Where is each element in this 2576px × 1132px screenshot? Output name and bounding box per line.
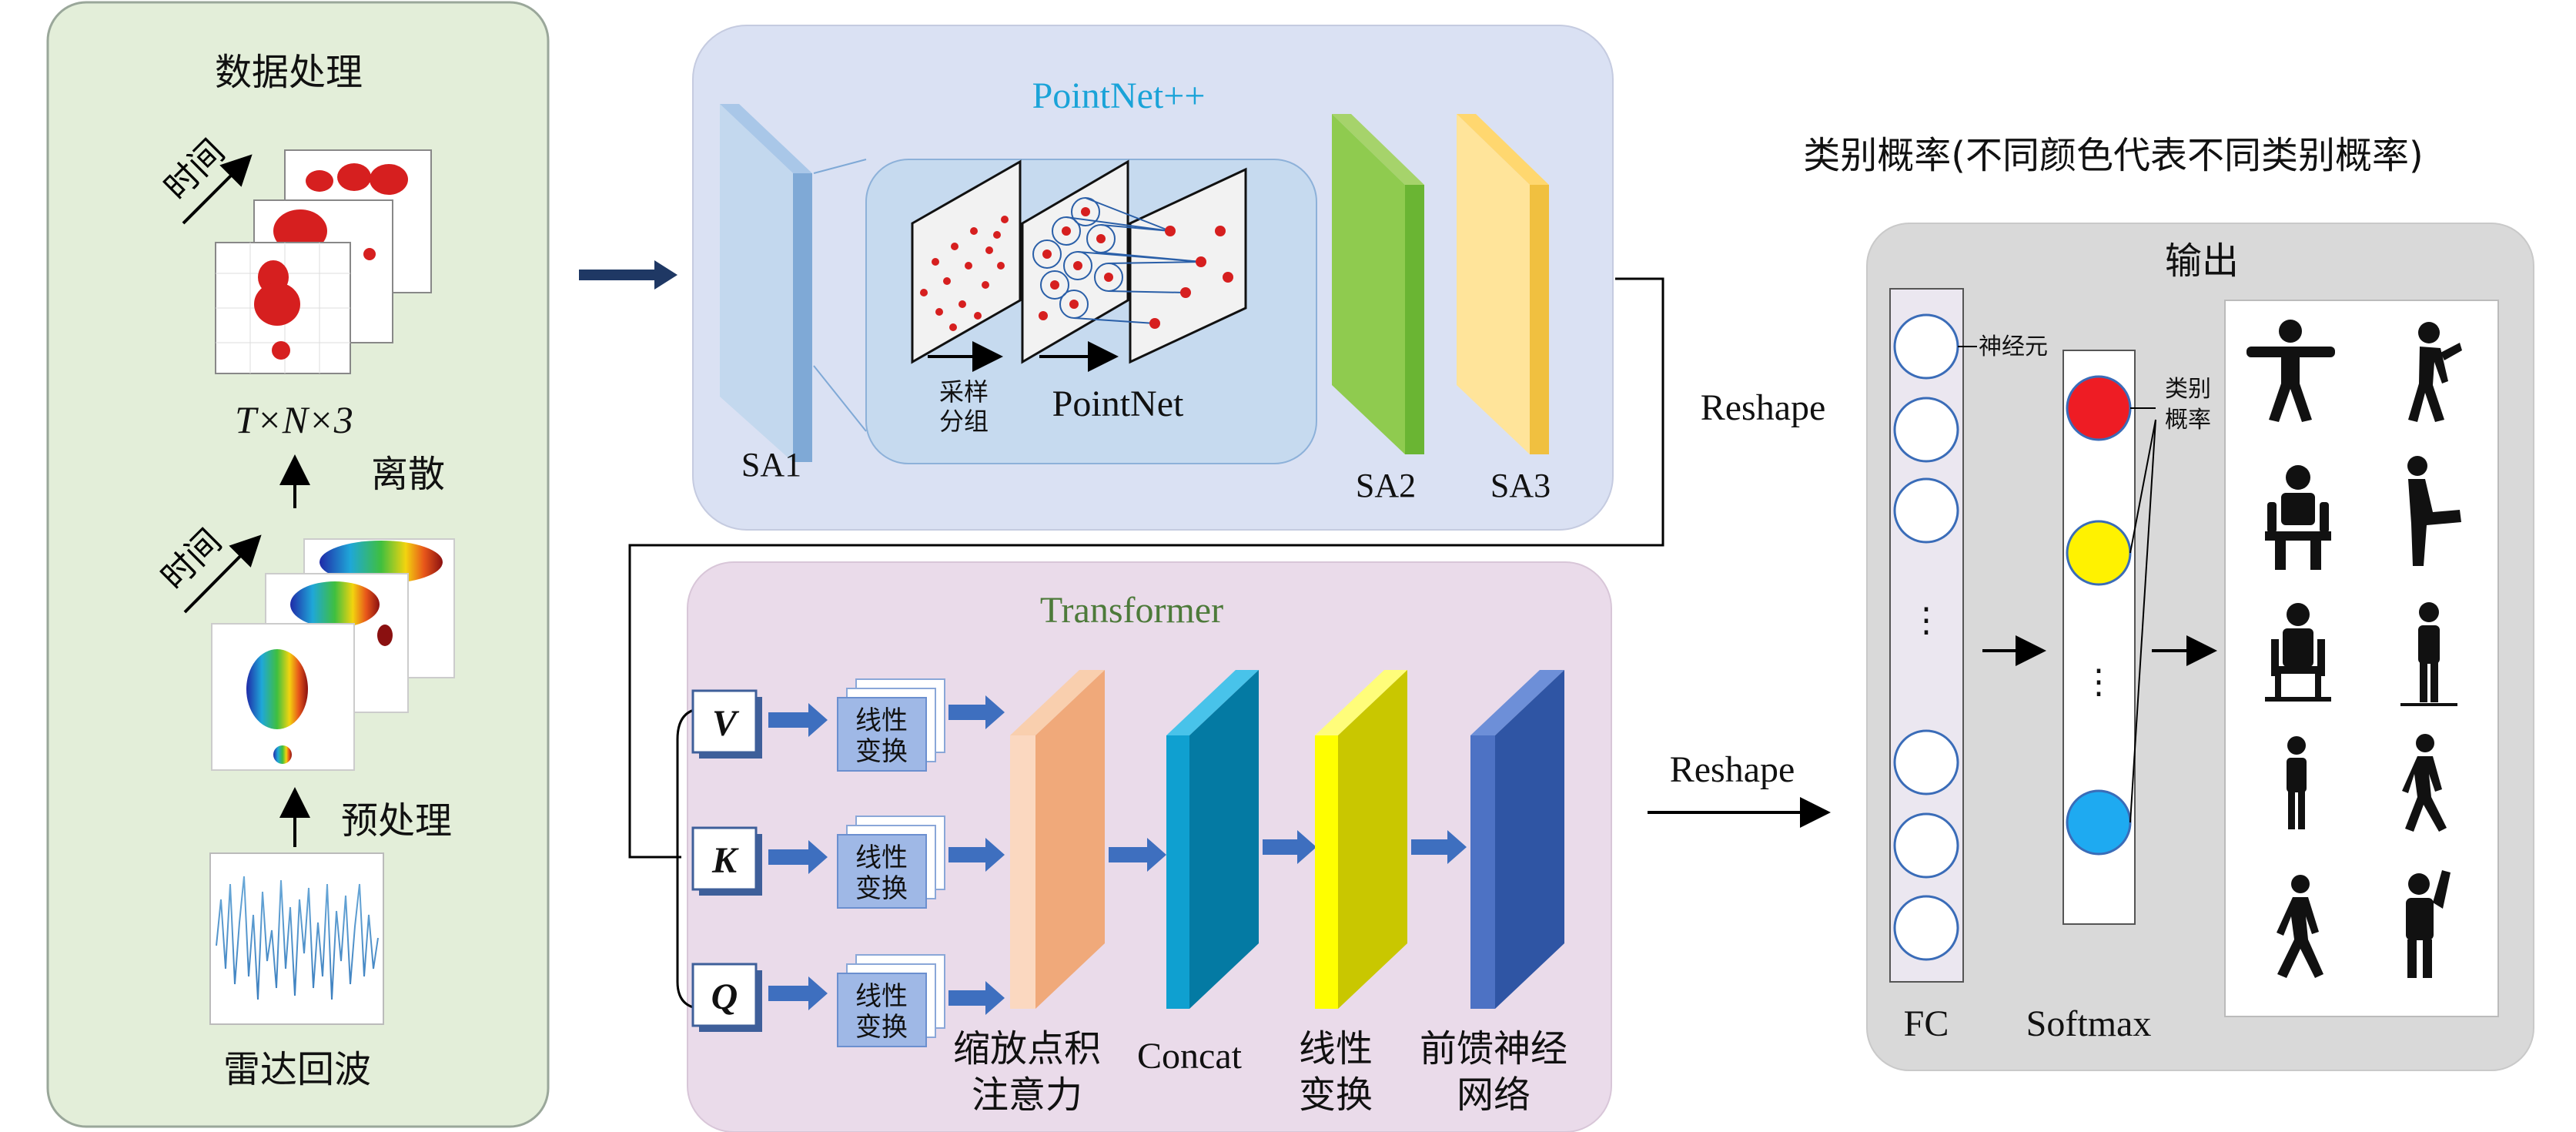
linear-k-label-1: 线性 (855, 842, 908, 873)
reshape-bottom-label: Reshape (1670, 749, 1795, 790)
ffn-label-1: 前馈神经 (1420, 1027, 1567, 1070)
transformer-panel: Transformer V K Q (676, 561, 1612, 1132)
output-title: 输出 (2165, 239, 2239, 283)
scaled-dot-attention-layer: 缩放点积 注意力 (953, 670, 1105, 1117)
sa1-label: SA1 (741, 446, 801, 484)
person-standing-2-icon (2287, 736, 2307, 829)
attention-label-2: 注意力 (972, 1073, 1082, 1117)
reshape-connector-bottom: Reshape (1648, 749, 1831, 828)
person-standing-icon (2400, 602, 2457, 706)
radar-echo-label: 雷达回波 (223, 1048, 371, 1091)
fc-label: FC (1904, 1003, 1949, 1044)
softmax-label: Softmax (2026, 1003, 2152, 1044)
preprocess-label: 预处理 (341, 799, 452, 842)
point-cloud-frames (215, 149, 432, 374)
linear-stack-v: 线性 变换 (837, 678, 945, 772)
person-kicking-icon (2407, 456, 2461, 566)
reshape-connector-top: Reshape (628, 277, 1826, 859)
sampling-label: 采样 (939, 377, 989, 407)
transformer-title: Transformer (1040, 590, 1223, 631)
input-q: Q (691, 963, 762, 1032)
feed-forward-layer: 前馈神经 网络 (1420, 670, 1567, 1117)
sa1-layer: SA1 (720, 104, 812, 484)
data-processing-title: 数据处理 (215, 51, 363, 94)
output-panel: 输出 ⋮ 神经元 FC ⋮ (1866, 223, 2534, 1071)
person-walking-2-icon (2277, 875, 2323, 978)
person-walking-icon (2402, 734, 2447, 832)
linear-v-label-2: 变换 (855, 736, 908, 767)
input-k: K (691, 826, 762, 896)
linear-output-layer: 线性 变换 (1299, 670, 1407, 1117)
linear-stack-q: 线性 变换 (837, 954, 945, 1047)
data-processing-panel: 数据处理 时间 (46, 1, 550, 1128)
pointnet-plus-panel: PointNet++ SA1 (692, 25, 1614, 531)
shape-label: T×N×3 (235, 398, 353, 441)
person-punching-icon (2408, 322, 2462, 422)
reshape-top-label: Reshape (1701, 387, 1826, 428)
input-v-label: V (712, 703, 740, 744)
class-probability-caption: 类别概率(不同颜色代表不同类别概率) (1803, 134, 2423, 177)
linear-v-label-1: 线性 (855, 705, 908, 736)
neuron-label: 神经元 (1979, 333, 2048, 360)
softmax-dots: ⋮ (2082, 663, 2116, 701)
pointnet-plus-title: PointNet++ (1032, 75, 1206, 116)
person-sitting-icon (2265, 465, 2331, 570)
pointnet-label: PointNet (1052, 383, 1184, 424)
concat-label: Concat (1137, 1036, 1243, 1077)
input-k-label: K (711, 840, 739, 881)
person-sitting-chair-icon (2265, 603, 2331, 702)
flow-arrow-to-pointnet (579, 260, 677, 290)
concat-layer: Concat (1137, 670, 1259, 1077)
radar-echo-plot (209, 852, 384, 1025)
fc-layer: ⋮ 神经元 FC (1889, 288, 2048, 1044)
class-prob-label-2: 概率 (2165, 407, 2211, 434)
softmax-layer: ⋮ 类别 概率 Softmax (2026, 350, 2211, 1044)
heatmap-frames (211, 538, 455, 771)
linear-stack-k: 线性 变换 (837, 816, 945, 909)
sa3-layer: SA3 (1457, 114, 1551, 504)
input-q-label: Q (711, 976, 738, 1017)
fc-dots: ⋮ (1909, 601, 1943, 639)
linear-q-label-2: 变换 (855, 1012, 908, 1043)
linear-q-label-1: 线性 (855, 981, 908, 1012)
person-waving-icon (2406, 870, 2451, 978)
sa2-layer: SA2 (1332, 114, 1424, 504)
pointnet-inner-box: 采样 分组 PointNet (865, 159, 1317, 464)
grouping-label: 分组 (939, 407, 989, 436)
ffn-label-2: 网络 (1457, 1073, 1531, 1117)
sa3-label: SA3 (1490, 467, 1551, 504)
linear-out-label-2: 变换 (1299, 1073, 1373, 1117)
activity-classes-panel (2224, 300, 2499, 1017)
input-v: V (691, 689, 762, 759)
discretize-label: 离散 (371, 453, 445, 496)
sa2-label: SA2 (1356, 467, 1416, 504)
linear-out-label-1: 线性 (1299, 1027, 1373, 1070)
linear-k-label-2: 变换 (855, 873, 908, 904)
person-arms-spread-icon (2246, 320, 2335, 422)
attention-label-1: 缩放点积 (953, 1027, 1101, 1070)
class-prob-label-1: 类别 (2165, 376, 2211, 403)
